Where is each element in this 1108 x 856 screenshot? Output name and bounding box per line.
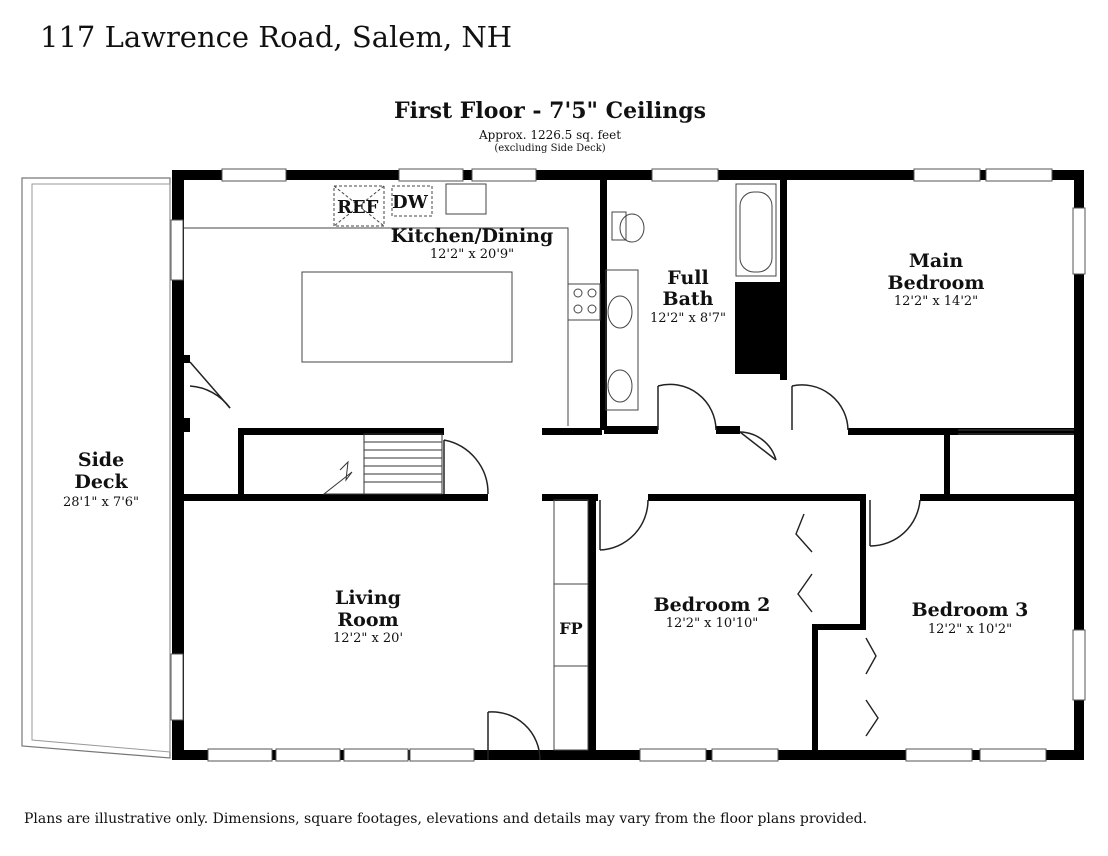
living-room-name-2: Room: [337, 609, 398, 631]
windows: [170, 168, 1086, 762]
full-bath-dim: 12'2" x 8'7": [650, 311, 726, 326]
floor-area: Approx. 1226.5 sq. feet: [478, 128, 622, 142]
dw-label: DW: [392, 192, 429, 213]
bedroom2-name: Bedroom 2: [654, 594, 771, 616]
bedroom3-dim: 12'2" x 10'2": [928, 622, 1012, 637]
main-bedroom-dim: 12'2" x 14'2": [894, 294, 978, 309]
main-bedroom-name-2: Bedroom: [888, 272, 985, 294]
property-address: 117 Lawrence Road, Salem, NH: [40, 20, 513, 54]
side-deck-name-2: Deck: [74, 471, 128, 493]
side-deck: [21, 177, 171, 759]
living-room-dim: 12'2" x 20': [333, 631, 403, 646]
bedroom3-name: Bedroom 3: [912, 599, 1029, 621]
main-bedroom-name-1: Main: [909, 250, 964, 272]
full-bath-name-1: Full: [667, 267, 708, 289]
disclaimer: Plans are illustrative only. Dimensions,…: [24, 811, 868, 827]
exterior-walls: [172, 170, 1084, 760]
ref-label: REF: [337, 197, 379, 218]
bath-fixtures: [605, 183, 777, 411]
interior-walls: [182, 180, 1076, 754]
side-deck-dim: 28'1" x 7'6": [63, 495, 139, 510]
doors: [189, 361, 921, 761]
floor-area-note: (excluding Side Deck): [494, 143, 606, 154]
fireplace: [553, 499, 589, 751]
bedroom2-dim: 12'2" x 10'10": [666, 616, 759, 631]
staircase: [322, 433, 443, 495]
full-bath-name-2: Bath: [663, 288, 714, 310]
sliding-door: [958, 429, 1074, 435]
fp-label: FP: [559, 619, 582, 638]
living-room-name-1: Living: [335, 587, 401, 609]
kitchen-fixtures: [184, 183, 601, 426]
kitchen-dim: 12'2" x 20'9": [430, 247, 514, 262]
floor-title: First Floor - 7'5" Ceilings: [394, 98, 706, 124]
closet-doors: [795, 513, 879, 737]
side-deck-name-1: Side: [78, 449, 124, 471]
kitchen-name: Kitchen/Dining: [391, 225, 554, 247]
